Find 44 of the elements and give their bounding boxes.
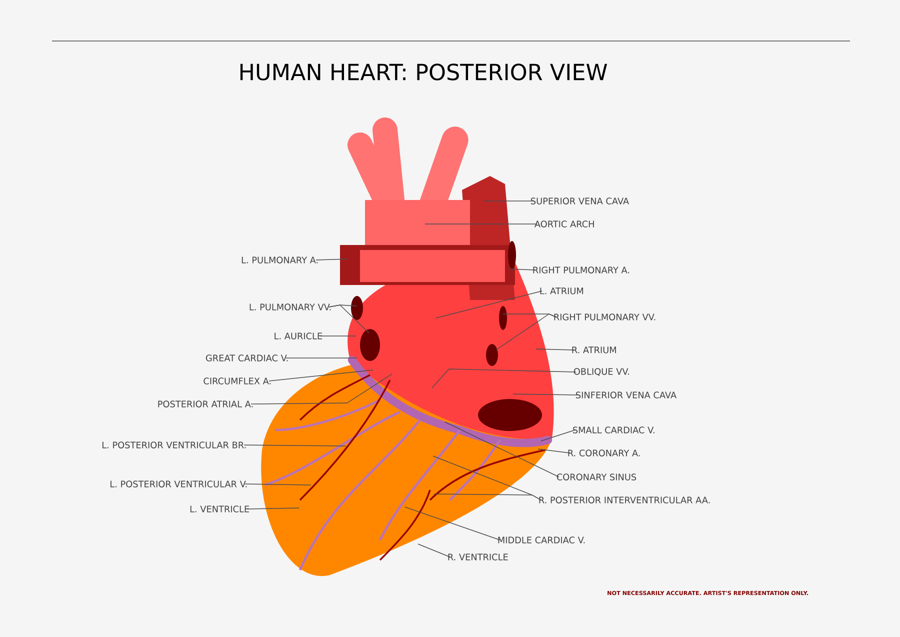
part-label: R. POSTERIOR INTERVENTRICULAR AA.	[539, 496, 710, 504]
part-label: L. POSTERIOR VENTRICULAR V.	[110, 480, 247, 488]
part-label: SMALL CARDIAC V.	[573, 426, 654, 434]
leader-line	[538, 448, 570, 454]
part-label: OBLIQUE VV.	[574, 368, 629, 376]
leader-line	[268, 370, 374, 382]
leader-line	[244, 444, 346, 446]
part-label: CORONARY SINUS	[556, 474, 636, 480]
leader-line	[536, 348, 574, 350]
leader-line	[512, 394, 578, 396]
leader-line	[432, 368, 576, 388]
part-label: R. CORONARY A.	[568, 450, 640, 456]
leader-line	[436, 290, 542, 318]
leader-line	[316, 258, 348, 260]
leader-line	[250, 374, 392, 404]
leader-line	[482, 200, 534, 202]
part-label: POSTERIOR ATRIAL A.	[158, 400, 253, 408]
part-label: R. ATRIUM	[572, 346, 616, 354]
leader-line	[510, 268, 536, 270]
leader-line	[434, 494, 542, 500]
part-label: L. PULMONARY VV.	[250, 304, 331, 310]
part-label: R. VENTRICLE	[448, 554, 508, 560]
leader-line	[444, 422, 560, 478]
part-label: MIDDLE CARDIAC V.	[498, 536, 585, 544]
part-label: CIRCUMFLEX A.	[204, 378, 271, 384]
part-label: SUPERIOR VENA CAVA	[531, 198, 629, 204]
leader-line	[244, 484, 312, 486]
part-label: RIGHT PULMONARY VV.	[554, 314, 656, 320]
leader-line	[404, 506, 500, 540]
part-label: SINFERIOR VENA CAVA	[576, 392, 677, 398]
leader-line	[246, 508, 300, 510]
part-label: RIGHT PULMONARY A.	[533, 266, 630, 274]
part-label: L. PULMONARY A.	[242, 256, 318, 264]
leader-line	[418, 544, 450, 558]
part-label: L. AURICLE	[274, 332, 322, 340]
part-label: L. POSTERIOR VENTRICULAR BR.	[102, 442, 246, 448]
leader-line	[496, 314, 556, 350]
leader-line	[540, 430, 576, 442]
part-label: L. VENTRICLE	[190, 506, 250, 512]
part-label: AORTIC ARCH	[534, 220, 594, 228]
title: HUMAN HEART: POSTERIOR VIEW	[240, 64, 608, 80]
part-label: GREAT CARDIAC V.	[206, 354, 288, 362]
part-label: L. ATRIUM	[540, 288, 584, 294]
leader-line	[328, 304, 370, 334]
